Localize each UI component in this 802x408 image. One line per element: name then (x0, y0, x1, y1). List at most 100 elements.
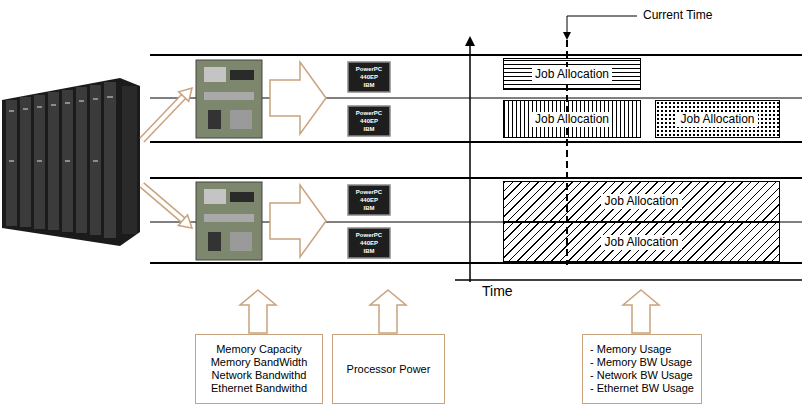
band-line (150, 262, 802, 264)
processor-chip (348, 106, 390, 136)
board-heatsink (204, 189, 226, 204)
rack-cabinet (20, 97, 31, 227)
board (196, 60, 262, 138)
processor-chip (348, 228, 390, 258)
chip-marking: PowerPC (348, 65, 390, 73)
chip-marking: PowerPC (348, 188, 390, 196)
rack-light (9, 160, 14, 162)
resource-box: Memory CapacityMemory BandWidthNetwork B… (195, 334, 323, 404)
axis-arrowhead (465, 36, 475, 46)
chip-marking: IBM (348, 204, 390, 212)
chip-marking: 440EP (348, 73, 390, 81)
box-text: Memory BandWidth (211, 356, 308, 369)
text-group: Job Allocation (532, 67, 612, 82)
hollow-up-arrow (623, 290, 659, 333)
text-group: Job Allocation (601, 235, 681, 250)
rack-body (2, 78, 140, 246)
leader-arrowhead (563, 32, 571, 40)
leader-line (567, 16, 637, 33)
board-component (208, 232, 221, 251)
chip-marking: 440EP (348, 196, 390, 204)
band-line (150, 177, 802, 179)
callout-label: Current Time (643, 8, 712, 22)
rack-light (9, 110, 14, 112)
board-slot (204, 92, 254, 100)
job-allocation-box: Job Allocation (503, 58, 641, 90)
job-allocation-box: Job Allocation (503, 100, 641, 138)
band-lines (150, 55, 802, 263)
box-text: Job Allocation (601, 235, 681, 250)
board-component (230, 192, 254, 202)
board-pcb (196, 60, 262, 138)
hollow-arrow-shaft (142, 96, 184, 140)
rack-cabinets (6, 82, 137, 238)
box-text: Ethernet Bandwithd (211, 382, 308, 395)
box-text: - Memory BW Usage (590, 356, 694, 369)
rack-lights (9, 96, 113, 162)
rack-cabinet (76, 87, 87, 233)
band-line (150, 54, 802, 56)
rack-cabinet (48, 92, 59, 230)
board-component (230, 232, 252, 251)
board-component (230, 70, 254, 80)
rack-light (23, 108, 28, 110)
text-group: Job Allocation (601, 194, 681, 209)
rack-cabinet (104, 82, 116, 238)
text-group: Job Allocation (532, 112, 612, 127)
board (196, 182, 262, 260)
rack-light (37, 160, 42, 162)
board-pcb (196, 182, 262, 260)
hollow-arrow-head (179, 88, 192, 101)
hollow-up-arrow (240, 290, 276, 333)
rack-cabinet (34, 95, 45, 229)
box-text: - Network BW Usage (590, 369, 694, 382)
block-arrow (270, 185, 326, 257)
block-arrow (270, 62, 326, 134)
box-text: Memory Capacity (211, 343, 308, 356)
text-group: - Memory Usage- Memory BW Usage- Network… (590, 343, 694, 395)
hollow-up-arrow (370, 290, 406, 333)
box-text: - Ethernet BW Usage (590, 382, 694, 395)
rack-light (65, 102, 70, 104)
job-allocation-box: Job Allocation (503, 181, 780, 222)
rack-side (122, 86, 137, 234)
processor-chip (348, 185, 390, 215)
board-slot (204, 214, 254, 222)
rack-arrows (142, 88, 192, 228)
chip-marking: 440EP (348, 117, 390, 125)
rack-cabinet (90, 85, 101, 235)
hollow-arrow-shaft (142, 185, 183, 220)
band-line (150, 141, 802, 143)
axis-label: Time (482, 283, 513, 299)
rack-light (93, 160, 98, 162)
rack-light (51, 104, 56, 106)
server-rack (2, 78, 140, 246)
box-text: Job Allocation (677, 112, 757, 127)
box-text: Processor Power (347, 363, 431, 376)
text-group: Memory CapacityMemory BandWidthNetwork B… (211, 343, 308, 395)
rack-cabinet (62, 90, 73, 232)
rack-light (79, 100, 84, 102)
time-axis (455, 279, 802, 281)
text-group: Job Allocation (677, 112, 757, 127)
processor-chips (348, 62, 390, 258)
processor-chip (348, 62, 390, 92)
board-component (208, 110, 221, 129)
resource-box: Processor Power (332, 334, 445, 404)
hollow-arrow-head (178, 215, 192, 228)
time-axis-vertical (469, 44, 471, 282)
board-component (230, 110, 252, 129)
rack-cabinet (6, 100, 17, 226)
usage-box: - Memory Usage- Memory BW Usage- Network… (582, 334, 702, 404)
hollow-arrow-shaft (142, 185, 183, 220)
board-heatsink (204, 67, 226, 82)
chip-marking: IBM (348, 125, 390, 133)
job-allocation-box: Job Allocation (655, 100, 780, 138)
chip-marking: 440EP (348, 239, 390, 247)
hollow-arrow-shaft (142, 96, 184, 140)
box-text: - Memory Usage (590, 343, 694, 356)
text-group: Processor Power (347, 363, 431, 376)
box-text: Job Allocation (601, 194, 681, 209)
chip-marking: IBM (348, 81, 390, 89)
rack-light (107, 96, 113, 98)
